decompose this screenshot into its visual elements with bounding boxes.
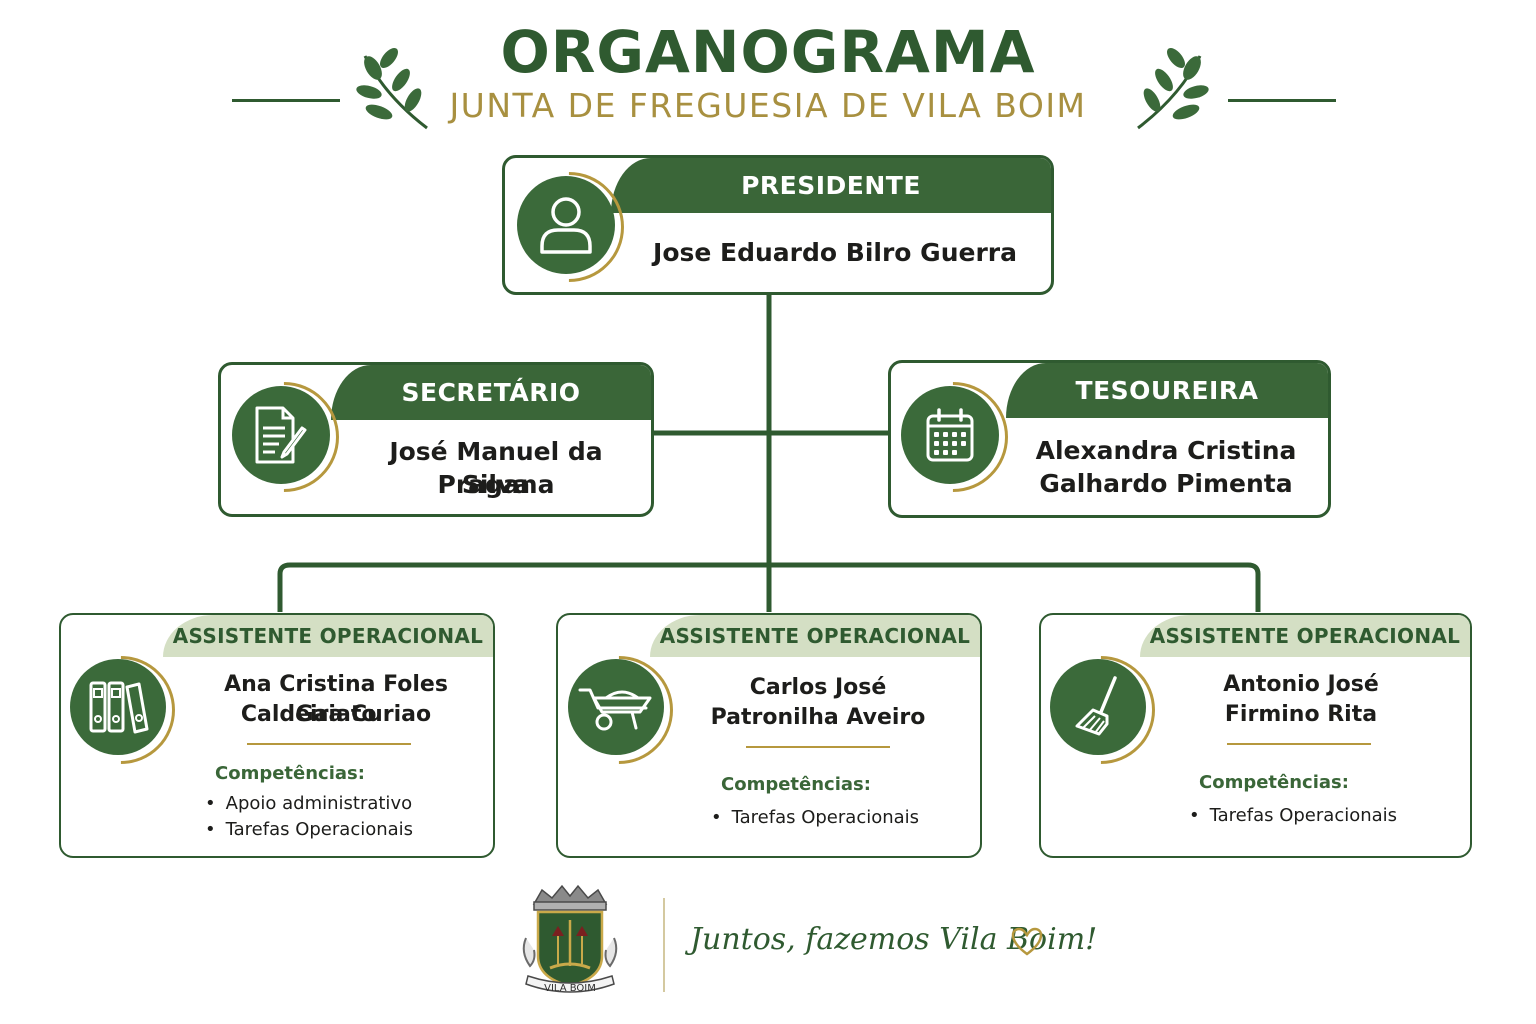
list-item: Apoio administrativo — [205, 791, 413, 817]
heart-icon — [1011, 927, 1043, 956]
assistant-3-name-line1: Antonio José — [1223, 672, 1379, 697]
document-pen-icon — [255, 406, 307, 464]
treasurer-name-line1: Alexandra Cristina — [1035, 436, 1297, 465]
assistant-2-competencies-list: Tarefas Operacionais — [711, 805, 919, 831]
broom-icon — [1075, 676, 1117, 736]
president-name: Jose Eduardo Bilro Guerra — [653, 238, 1017, 267]
assistant-2-divider — [746, 746, 890, 748]
footer-divider — [663, 898, 665, 992]
treasurer-card: TESOUREIRA Alexandra Cristina Galhardo P… — [888, 360, 1331, 518]
treasurer-name-line2: Galhardo Pimenta — [1039, 469, 1293, 498]
wheelbarrow-icon — [578, 688, 652, 731]
assistant-1-name-line2: Caldeira Curiao — [240, 702, 432, 727]
assistant-1-icon-circle — [70, 659, 166, 755]
list-item: Tarefas Operacionais — [1189, 803, 1397, 829]
assistant-3-competencies-label: Competências: — [1199, 772, 1349, 793]
assistant-3-role: ASSISTENTE OPERACIONAL — [1140, 615, 1470, 657]
right-rule — [1228, 99, 1336, 102]
secretary-icon-circle — [232, 386, 330, 484]
binders-icon — [89, 681, 149, 734]
treasurer-role: TESOUREIRA — [1006, 363, 1328, 418]
assistant-2-icon-circle — [568, 659, 664, 755]
assistant-2-competencies-label: Competências: — [721, 774, 871, 795]
assistant-1-competencies-list: Apoio administrativo Tarefas Operacionai… — [205, 791, 413, 843]
secretary-name-line2: Pragana — [437, 470, 555, 499]
list-item: Tarefas Operacionais — [711, 805, 919, 831]
right-laurel-icon — [1137, 48, 1209, 130]
president-role: PRESIDENTE — [611, 158, 1051, 213]
president-icon-circle — [517, 176, 615, 274]
assistant-2-name-line2: Patronilha Aveiro — [710, 705, 926, 730]
assistant-2-name-line1: Carlos José — [749, 675, 887, 700]
secretary-name-line1: José Manuel da Silva — [389, 437, 603, 499]
secretary-role: SECRETÁRIO — [331, 365, 651, 420]
assistant-3-icon-circle — [1050, 659, 1146, 755]
assistant-1-role: ASSISTENTE OPERACIONAL — [163, 615, 493, 657]
calendar-icon — [926, 408, 974, 462]
page-title: ORGANOGRAMA — [500, 18, 1036, 86]
left-rule — [232, 99, 340, 102]
page-subtitle: JUNTA DE FREGUESIA DE VILA BOIM — [449, 86, 1087, 125]
assistant-3-competencies-list: Tarefas Operacionais — [1189, 803, 1397, 829]
assistant-3-divider — [1227, 743, 1371, 745]
vila-boim-crest-icon: VILA BOIM — [522, 884, 618, 994]
left-laurel-icon — [356, 48, 428, 130]
treasurer-icon-circle — [901, 386, 999, 484]
assistant-1-divider — [247, 743, 411, 745]
crest-label: VILA BOIM — [544, 983, 596, 994]
assistant-1-name-line1: Ana Cristina Foles Gaiato — [224, 672, 448, 727]
list-item: Tarefas Operacionais — [205, 817, 413, 843]
assistant-1-competencies-label: Competências: — [215, 763, 365, 784]
assistant-card-2: ASSISTENTE OPERACIONAL Carlos José Patro… — [556, 613, 982, 858]
assistant-3-name-line2: Firmino Rita — [1224, 702, 1378, 727]
assistant-2-role: ASSISTENTE OPERACIONAL — [650, 615, 980, 657]
person-icon — [540, 197, 592, 254]
